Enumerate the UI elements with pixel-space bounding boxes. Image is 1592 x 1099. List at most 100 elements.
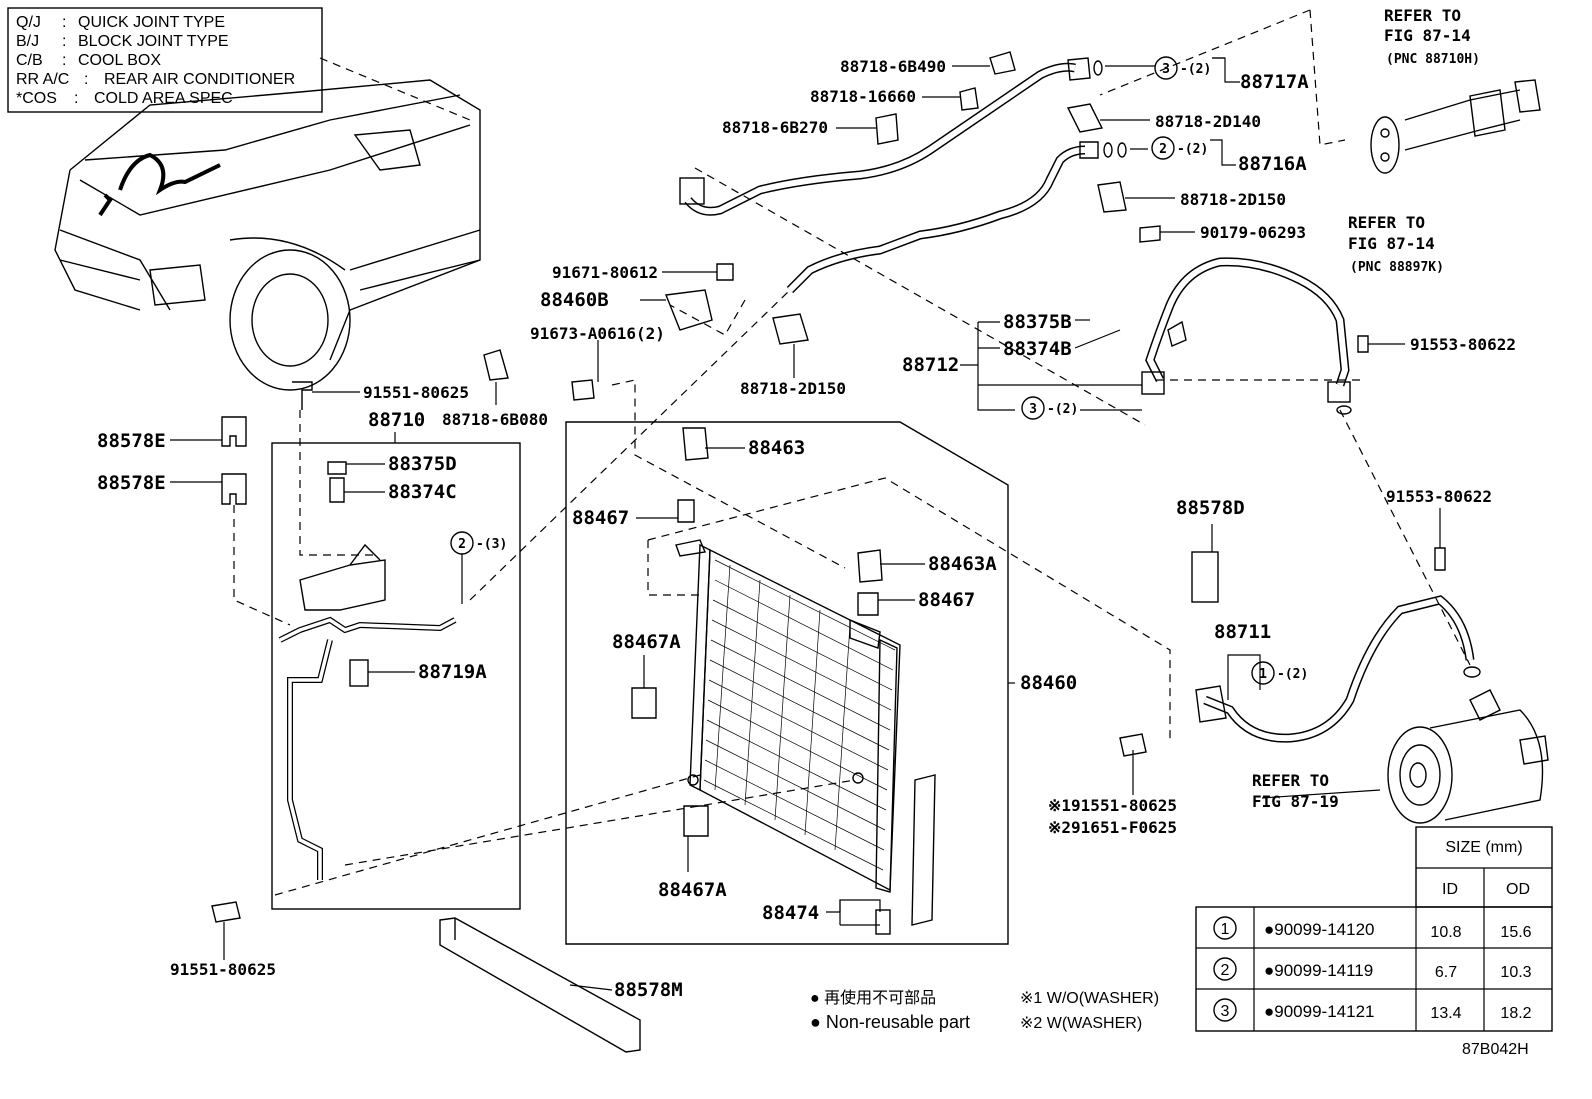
label-88474[interactable]: 88474 bbox=[762, 902, 819, 924]
circle-3b-label: 3 bbox=[1029, 402, 1037, 417]
label-88578E-2[interactable]: 88578E bbox=[97, 472, 166, 494]
circle-2b-label: 2 bbox=[458, 537, 466, 552]
hose-88711 bbox=[1195, 595, 1481, 743]
receiver-88474 bbox=[875, 774, 936, 935]
refer-b-line2[interactable]: FIG 87-14 bbox=[1348, 234, 1435, 253]
label-88374C[interactable]: 88374C bbox=[388, 481, 457, 503]
part-labels: 88718-6B490 88718-16660 88718-6B270 8871… bbox=[97, 57, 1516, 1001]
clamp-icons-upper bbox=[875, 51, 1161, 243]
label-88718-6B080[interactable]: 88718-6B080 bbox=[442, 410, 548, 429]
cooler-tube-88710 bbox=[271, 442, 521, 910]
label-88712[interactable]: 88712 bbox=[902, 354, 959, 376]
compressor bbox=[1387, 689, 1549, 824]
label-88578D[interactable]: 88578D bbox=[1176, 497, 1245, 519]
label-88710[interactable]: 88710 bbox=[368, 409, 425, 431]
label-91553-80622-b[interactable]: 91553-80622 bbox=[1386, 487, 1492, 506]
hose-88716A bbox=[786, 141, 1127, 294]
size-table: SIZE (mm) ID OD 1 ●90099-14120 10.8 15.6… bbox=[1195, 826, 1553, 1032]
refer-a-line1: REFER TO bbox=[1384, 6, 1461, 25]
label-88467-2[interactable]: 88467 bbox=[918, 589, 975, 611]
legend: Q/J . : QUICK JOINT TYPE B/J : BLOCK JOI… bbox=[7, 7, 323, 113]
ring-qty-3b: -(2) bbox=[1047, 402, 1078, 417]
label-88718-2D140[interactable]: 88718-2D140 bbox=[1155, 112, 1261, 131]
legend-abbr-rrac: RR A/C bbox=[16, 71, 69, 88]
label-washer-1[interactable]: ※191551-80625 bbox=[1048, 796, 1177, 815]
label-88463A[interactable]: 88463A bbox=[928, 553, 997, 575]
refer-b-line1: REFER TO bbox=[1348, 213, 1425, 232]
label-88717A[interactable]: 88717A bbox=[1240, 71, 1309, 93]
label-88467A-1[interactable]: 88467A bbox=[612, 631, 681, 653]
refer-a-line2[interactable]: FIG 87-14 bbox=[1384, 26, 1471, 45]
label-88716A[interactable]: 88716A bbox=[1238, 153, 1307, 175]
hose-88712 bbox=[1141, 257, 1352, 415]
note-washer-2: ※2 W(WASHER) bbox=[1020, 1015, 1142, 1032]
ring-qty-3a: -(2) bbox=[1180, 62, 1211, 77]
label-88718-6B490[interactable]: 88718-6B490 bbox=[840, 57, 946, 76]
label-88460[interactable]: 88460 bbox=[1020, 672, 1077, 694]
size-row1-id: 10.8 bbox=[1430, 924, 1461, 941]
bumper-88578M bbox=[439, 917, 641, 1053]
label-88719A[interactable]: 88719A bbox=[418, 661, 487, 683]
refer-b-line3: (PNC 88897K) bbox=[1350, 260, 1444, 275]
label-88718-2D150-a[interactable]: 88718-2D150 bbox=[1180, 190, 1286, 209]
legend-text-rrac: REAR AIR CONDITIONER bbox=[104, 71, 295, 88]
size-row3-id: 13.4 bbox=[1430, 1005, 1461, 1022]
label-88460B[interactable]: 88460B bbox=[540, 289, 609, 311]
refer-a-line3: (PNC 88710H) bbox=[1386, 52, 1480, 67]
size-row3-part: ●90099-14121 bbox=[1264, 1002, 1374, 1021]
label-88718-6B270[interactable]: 88718-6B270 bbox=[722, 118, 828, 137]
label-88374B[interactable]: 88374B bbox=[1003, 338, 1072, 360]
ring-qty-1: -(2) bbox=[1277, 667, 1308, 682]
label-91671-80612[interactable]: 91671-80612 bbox=[552, 263, 658, 282]
circle-1-label: 1 bbox=[1259, 667, 1267, 682]
legend-abbr-cb: C/B bbox=[16, 52, 43, 69]
size-row2-part: ●90099-14119 bbox=[1264, 961, 1373, 980]
refer-c-line1: REFER TO bbox=[1252, 771, 1329, 790]
circle-2-label: 2 bbox=[1159, 142, 1167, 157]
legend-abbr-qj: Q/J bbox=[16, 14, 41, 31]
vehicle-illustration bbox=[54, 57, 481, 391]
size-row2-ring: 2 bbox=[1221, 962, 1230, 979]
leader-lines bbox=[170, 57, 1441, 991]
refer-c-line2[interactable]: FIG 87-19 bbox=[1252, 792, 1339, 811]
oring-callouts: 3 -(2) 2 -(2) 3 -(2) 2 -(3) 1 -(2) bbox=[450, 56, 1308, 685]
label-88718-16660[interactable]: 88718-16660 bbox=[810, 87, 916, 106]
refer-notes: REFER TO FIG 87-14 (PNC 88710H) REFER TO… bbox=[1252, 6, 1480, 811]
label-88578M[interactable]: 88578M bbox=[614, 979, 683, 1001]
size-row2-id: 6.7 bbox=[1435, 964, 1457, 981]
figure-code: 87B042H bbox=[1462, 1041, 1529, 1058]
legend-abbr-bj: B/J bbox=[16, 33, 39, 50]
size-row2-od: 10.3 bbox=[1500, 964, 1531, 981]
label-88578E-1[interactable]: 88578E bbox=[97, 430, 166, 452]
size-table-title: SIZE (mm) bbox=[1445, 839, 1522, 856]
hose-88717A bbox=[679, 57, 1103, 216]
label-88375B[interactable]: 88375B bbox=[1003, 311, 1072, 333]
footnotes: ● 再使用不可部品 ● Non-reusable part ※1 W/O(WAS… bbox=[810, 989, 1159, 1032]
label-91551-80625-b[interactable]: 91551-80625 bbox=[170, 960, 276, 979]
label-88463[interactable]: 88463 bbox=[748, 437, 805, 459]
label-88711[interactable]: 88711 bbox=[1214, 621, 1271, 643]
svg-text::: : bbox=[62, 33, 66, 50]
label-88467A-2[interactable]: 88467A bbox=[658, 879, 727, 901]
label-washer-2[interactable]: ※291651-F0625 bbox=[1048, 818, 1177, 837]
label-88375D[interactable]: 88375D bbox=[388, 453, 457, 475]
pipe-ref-88710H bbox=[1370, 79, 1541, 174]
note-washer-1: ※1 W/O(WASHER) bbox=[1020, 990, 1159, 1007]
label-91553-80622-a[interactable]: 91553-80622 bbox=[1410, 335, 1516, 354]
circle-3-label: 3 bbox=[1162, 62, 1170, 77]
ring-qty-2b: -(3) bbox=[476, 537, 507, 552]
ring-qty-2a: -(2) bbox=[1177, 142, 1208, 157]
label-90179-06293[interactable]: 90179-06293 bbox=[1200, 223, 1306, 242]
svg-text::: : bbox=[62, 52, 66, 69]
legend-text-cos: COLD AREA SPEC bbox=[94, 90, 233, 107]
label-91673-A0616[interactable]: 91673-A0616(2) bbox=[530, 324, 665, 343]
label-88467-1[interactable]: 88467 bbox=[572, 507, 629, 529]
condenser-88460 bbox=[565, 421, 1009, 945]
label-91551-80625-a[interactable]: 91551-80625 bbox=[363, 383, 469, 402]
note-non-reusable-jp: ● 再使用不可部品 bbox=[810, 989, 936, 1007]
size-row3-od: 18.2 bbox=[1500, 1005, 1531, 1022]
size-row1-part: ●90099-14120 bbox=[1264, 920, 1374, 939]
legend-text-cb: COOL BOX bbox=[78, 52, 161, 69]
label-88718-2D150-b[interactable]: 88718-2D150 bbox=[740, 379, 846, 398]
